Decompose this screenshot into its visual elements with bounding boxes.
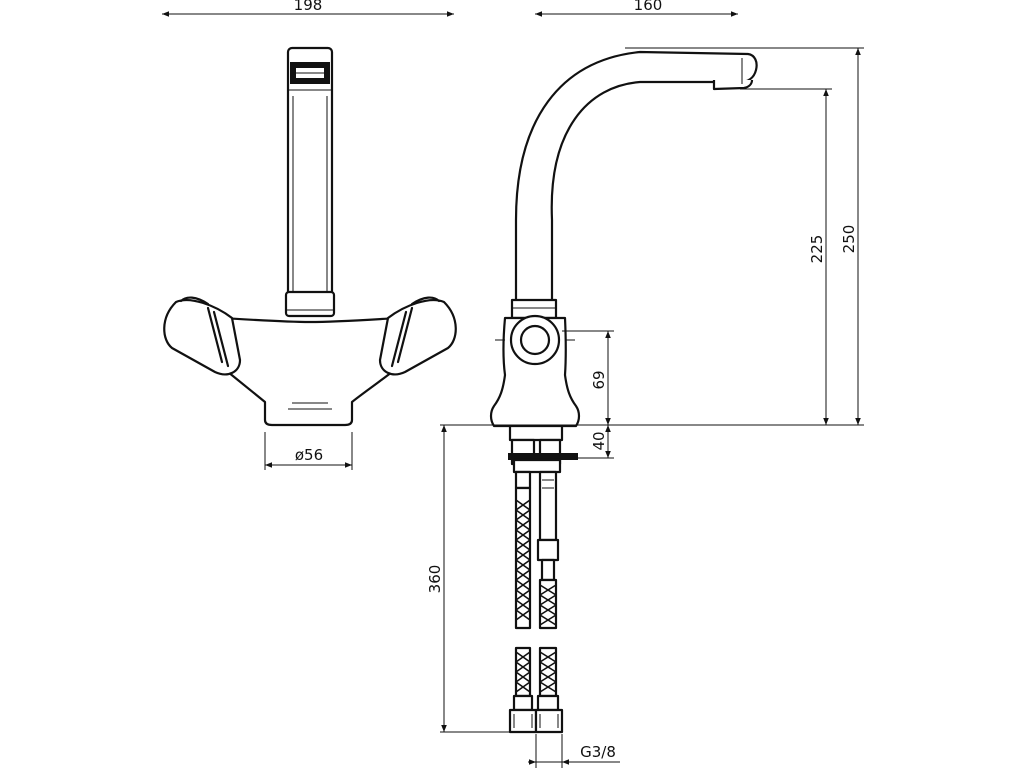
hose-right-upper [536, 538, 560, 630]
dimension-height-outlet: 225 [808, 235, 826, 264]
dimension-mount-thickness: 40 [590, 431, 608, 450]
spout-pipe-front [286, 46, 334, 312]
sink-plate-section [508, 453, 578, 460]
mixer-body [220, 316, 400, 427]
dimension-body-height: 69 [590, 370, 608, 389]
dimension-height-total: 250 [840, 225, 858, 254]
dimension-thread: G3/8 [580, 743, 616, 761]
side-view: 160 225 250 69 40 360 G3/8 [426, 0, 864, 768]
front-view: 198 ø56 [162, 0, 457, 470]
hose-left-lower [508, 646, 538, 734]
spout-side [514, 50, 758, 304]
dimension-base-diameter: ø56 [295, 446, 323, 464]
right-handle-front [378, 296, 457, 376]
dimension-width-front: 198 [294, 0, 323, 14]
hose-right-lower [534, 646, 564, 734]
dimension-width-side: 160 [634, 0, 663, 14]
left-handle-front [163, 296, 242, 376]
dimension-hose-length: 360 [426, 565, 444, 594]
hose-left-upper [514, 486, 532, 630]
